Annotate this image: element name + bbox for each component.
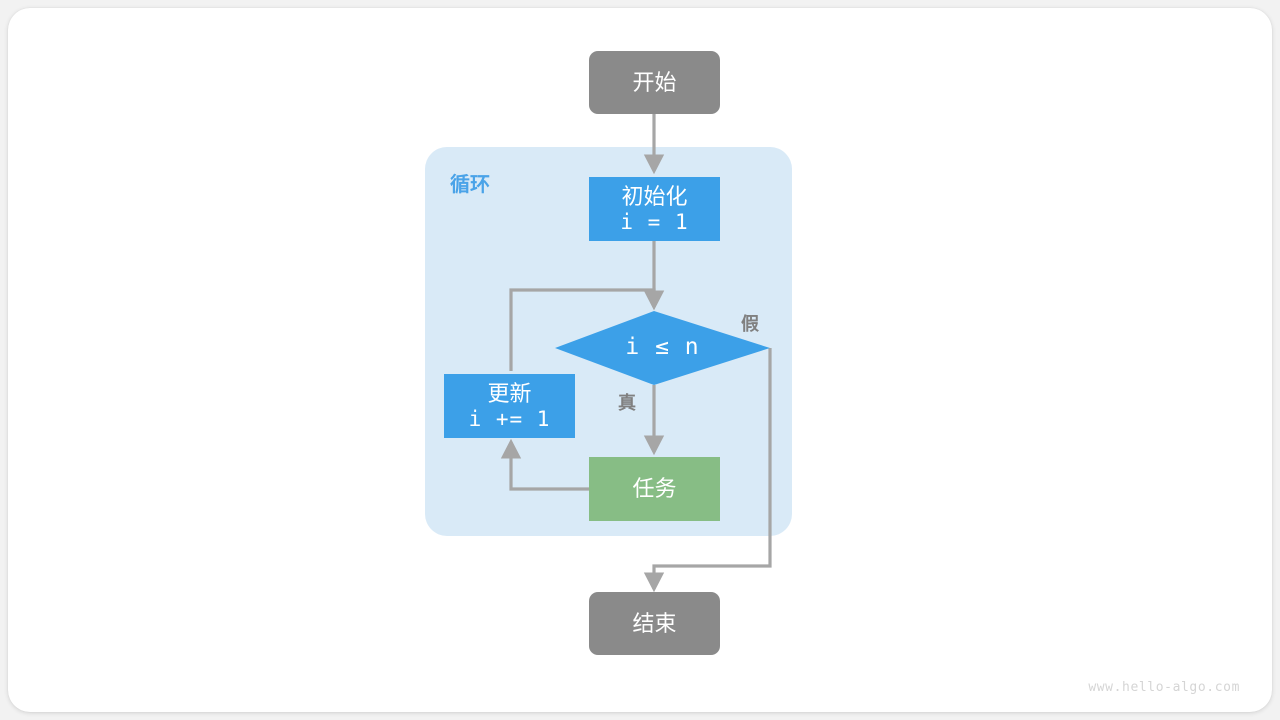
edge-update-to-condition [509, 288, 665, 371]
edge-condition-false-to-end [643, 348, 772, 593]
node-end[interactable] [589, 592, 720, 655]
node-update[interactable] [444, 374, 575, 438]
node-start[interactable] [589, 51, 720, 114]
node-condition[interactable] [555, 311, 770, 385]
node-task[interactable] [589, 457, 720, 521]
node-init[interactable] [589, 177, 720, 241]
edge-task-to-update [500, 438, 589, 491]
